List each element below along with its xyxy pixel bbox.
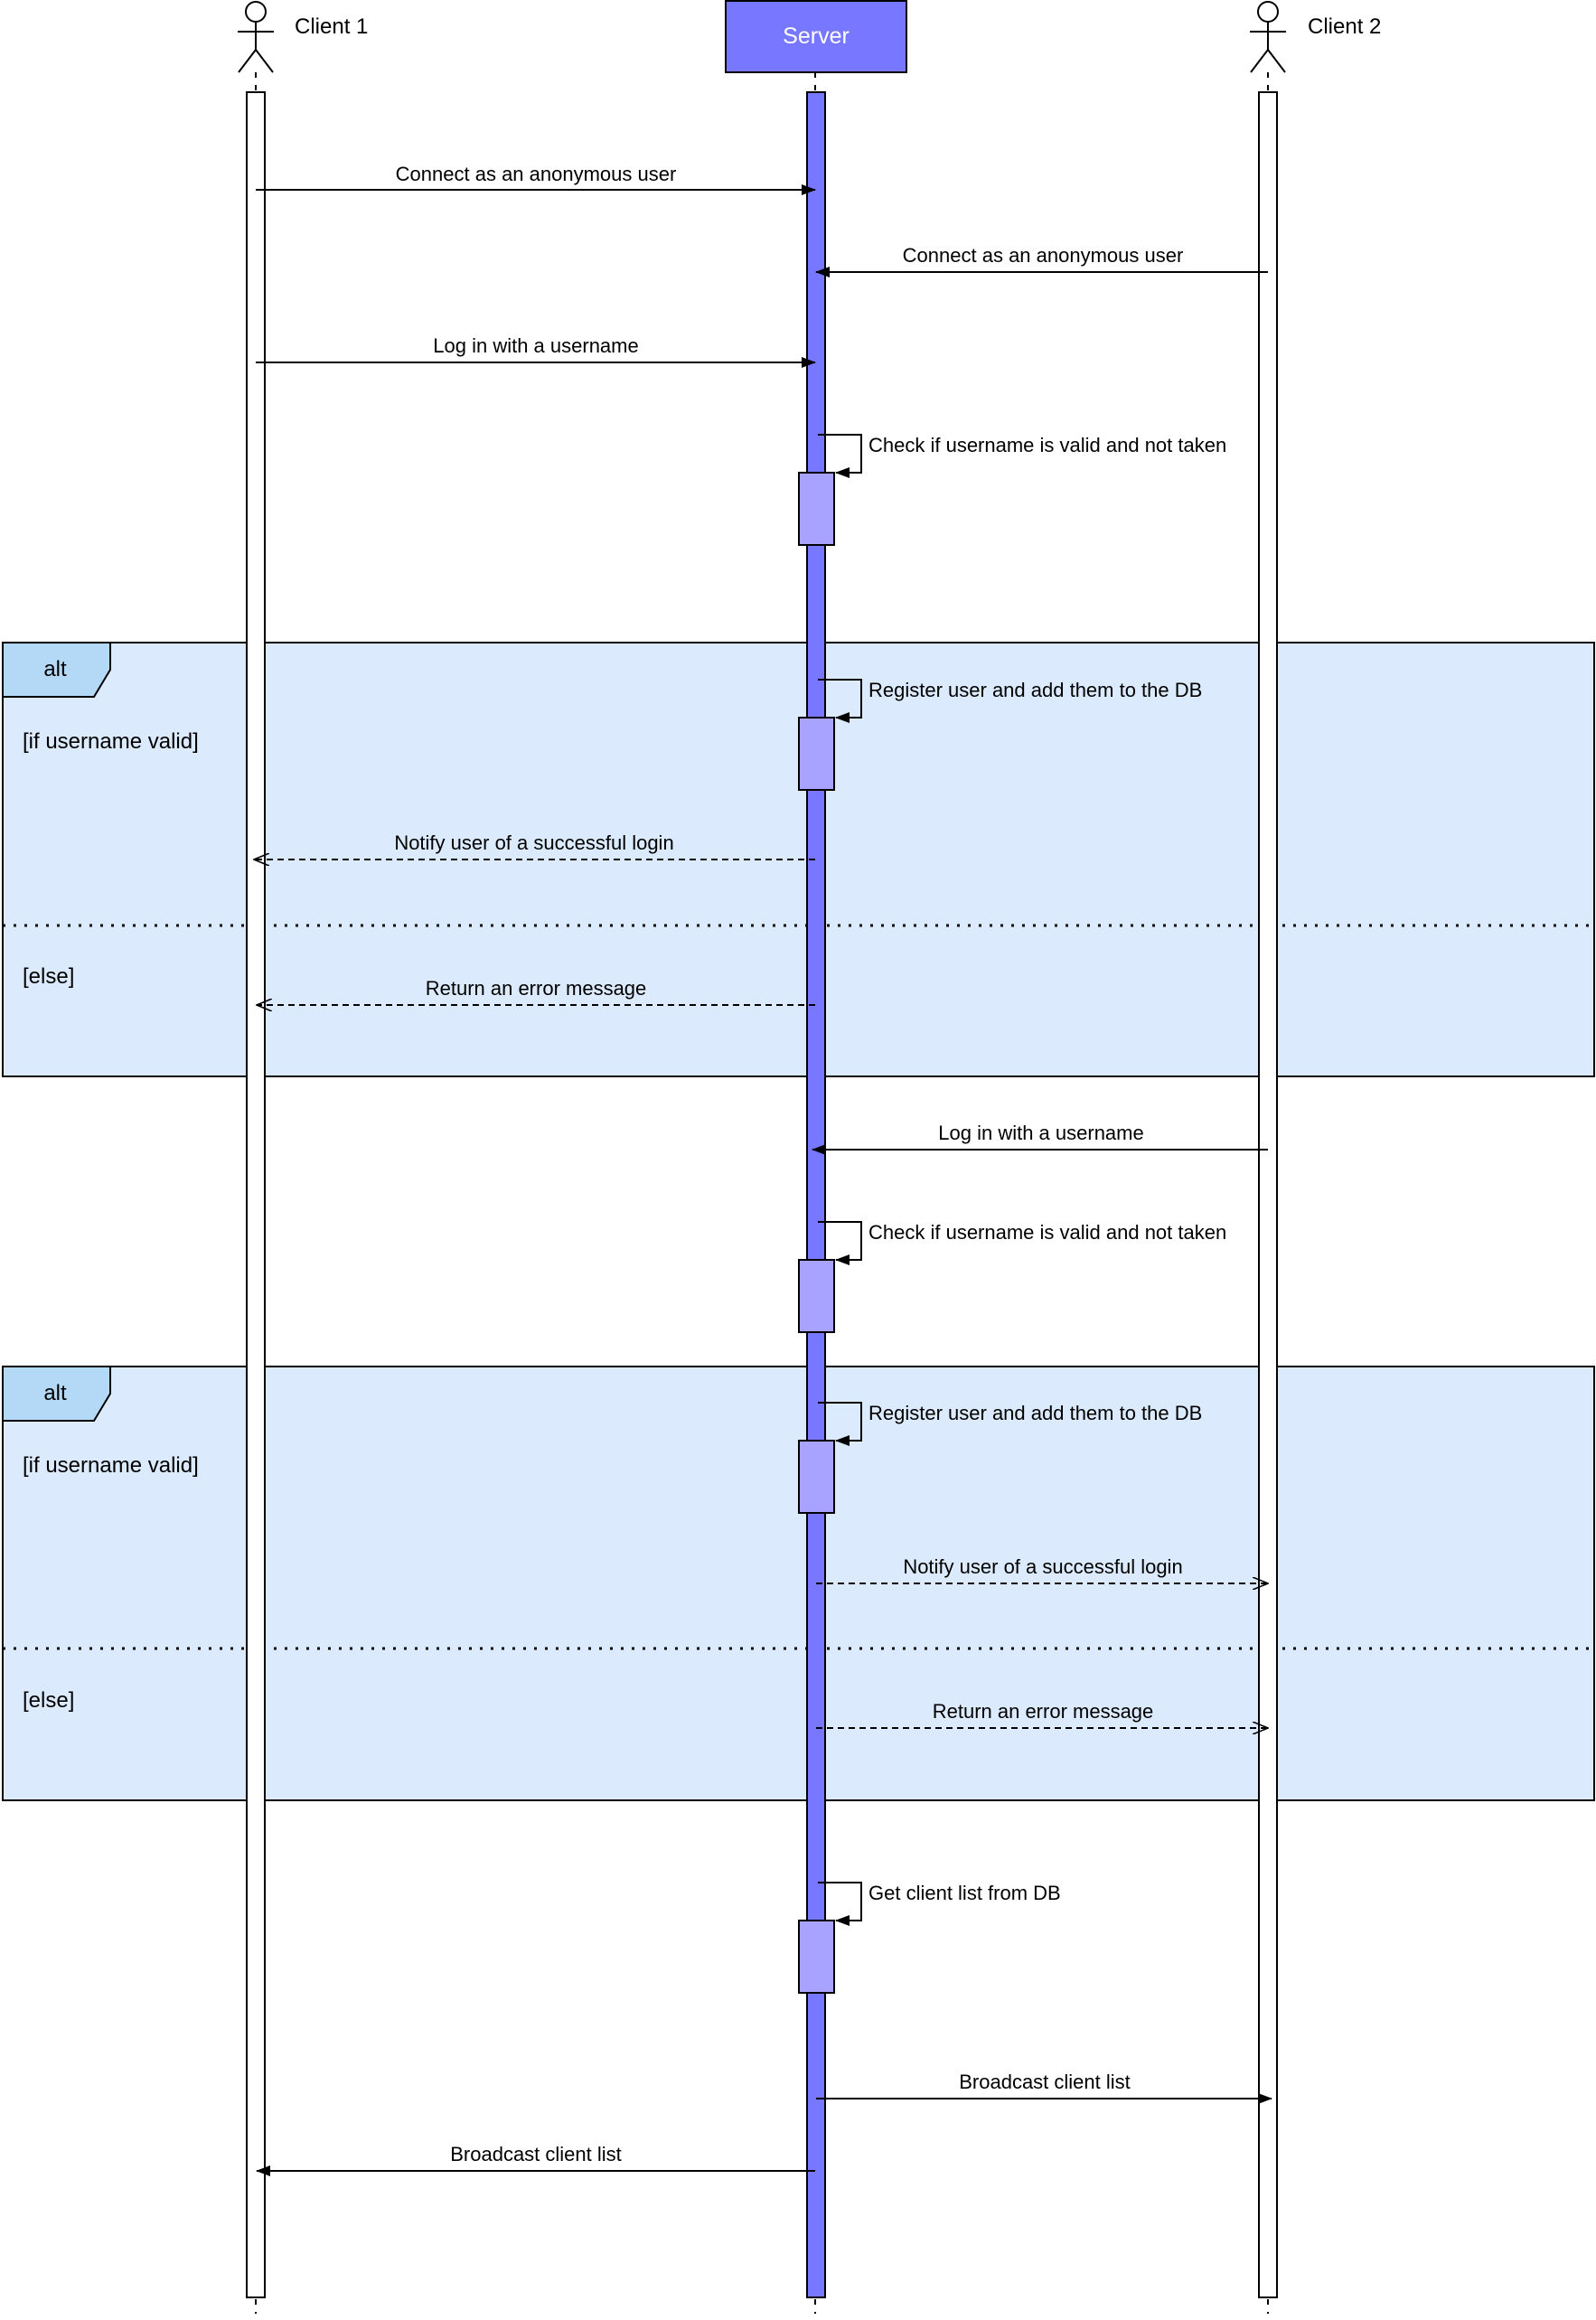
fragment-else-label: [else] bbox=[23, 1688, 74, 1713]
server-activation-bar bbox=[806, 91, 826, 2298]
client2-actor: Client 2 bbox=[1250, 1, 1381, 73]
message-label: Log in with a username bbox=[938, 1122, 1143, 1144]
fragment-if-label: [if username valid] bbox=[23, 1453, 199, 1478]
fragment-kind-label: alt bbox=[43, 1381, 67, 1405]
self-call-arrow bbox=[818, 1882, 862, 1926]
self-call-arrow bbox=[818, 1221, 862, 1265]
client2-label: Client 2 bbox=[1308, 14, 1381, 39]
message-1: Connect as an anonymous user bbox=[815, 244, 1268, 277]
actor-icon bbox=[1250, 1, 1286, 73]
self-call-arrow bbox=[818, 679, 862, 723]
server-label: Server bbox=[783, 23, 850, 49]
message-label: Connect as an anonymous user bbox=[903, 244, 1184, 267]
fragment-tab bbox=[2, 1366, 111, 1422]
message-12-self-call: Get client list from DB bbox=[798, 1882, 1061, 1994]
self-call-arrow bbox=[818, 1402, 862, 1446]
message-7: Log in with a username bbox=[812, 1122, 1268, 1155]
message-label: Get client list from DB bbox=[868, 1882, 1061, 1904]
message-label: Register user and add them to the DB bbox=[868, 679, 1202, 701]
message-label: Log in with a username bbox=[433, 334, 638, 357]
self-call-arrow bbox=[818, 434, 862, 478]
message-5: Notify user of a successful login bbox=[254, 831, 815, 859]
message-8-self-call: Check if username is valid and not taken bbox=[798, 1221, 1226, 1333]
message-10: Notify user of a successful login bbox=[816, 1555, 1268, 1583]
message-6: Return an error message bbox=[257, 977, 815, 1005]
message-11: Return an error message bbox=[816, 1700, 1268, 1728]
server-nested-activation bbox=[798, 472, 835, 546]
server-box bbox=[725, 0, 907, 73]
message-label: Connect as an anonymous user bbox=[396, 163, 677, 185]
fragment-kind-label: alt bbox=[43, 657, 67, 681]
message-2: Log in with a username bbox=[256, 334, 816, 368]
fragment-else-label: [else] bbox=[23, 964, 74, 989]
server-nested-activation bbox=[798, 1920, 835, 1994]
server-nested-activation bbox=[798, 717, 835, 791]
fragment-tab bbox=[2, 642, 111, 698]
message-label: Return an error message bbox=[933, 1700, 1154, 1723]
message-label: Broadcast client list bbox=[959, 2071, 1131, 2093]
client2-activation-bar bbox=[1258, 91, 1278, 2298]
message-label: Check if username is valid and not taken bbox=[868, 434, 1226, 456]
fragment-if-label: [if username valid] bbox=[23, 729, 199, 754]
message-label: Register user and add them to the DB bbox=[868, 1402, 1202, 1424]
fragment-box bbox=[2, 1366, 1595, 1801]
message-label: Return an error message bbox=[426, 977, 647, 1000]
message-3-self-call: Check if username is valid and not taken bbox=[798, 434, 1226, 546]
message-4-self-call: Register user and add them to the DB bbox=[798, 679, 1202, 791]
server-nested-activation bbox=[798, 1259, 835, 1333]
message-label: Broadcast client list bbox=[450, 2143, 622, 2165]
client1-actor: Client 1 bbox=[238, 1, 368, 73]
message-14: Broadcast client list bbox=[256, 2143, 815, 2176]
message-label: Notify user of a successful login bbox=[903, 1555, 1182, 1578]
message-label: Check if username is valid and not taken bbox=[868, 1221, 1226, 1244]
client1-label: Client 1 bbox=[295, 14, 368, 39]
message-0: Connect as an anonymous user bbox=[256, 163, 816, 195]
actor-icon bbox=[238, 1, 274, 73]
server-participant: Server bbox=[725, 0, 907, 73]
server-nested-activation bbox=[798, 1440, 835, 1514]
alt-fragment-2: alt [if username valid] [else] bbox=[2, 1366, 1595, 1801]
client1-activation-bar bbox=[246, 91, 266, 2298]
message-label: Notify user of a successful login bbox=[394, 831, 673, 854]
message-13: Broadcast client list bbox=[816, 2071, 1272, 2104]
message-9-self-call: Register user and add them to the DB bbox=[798, 1402, 1202, 1514]
